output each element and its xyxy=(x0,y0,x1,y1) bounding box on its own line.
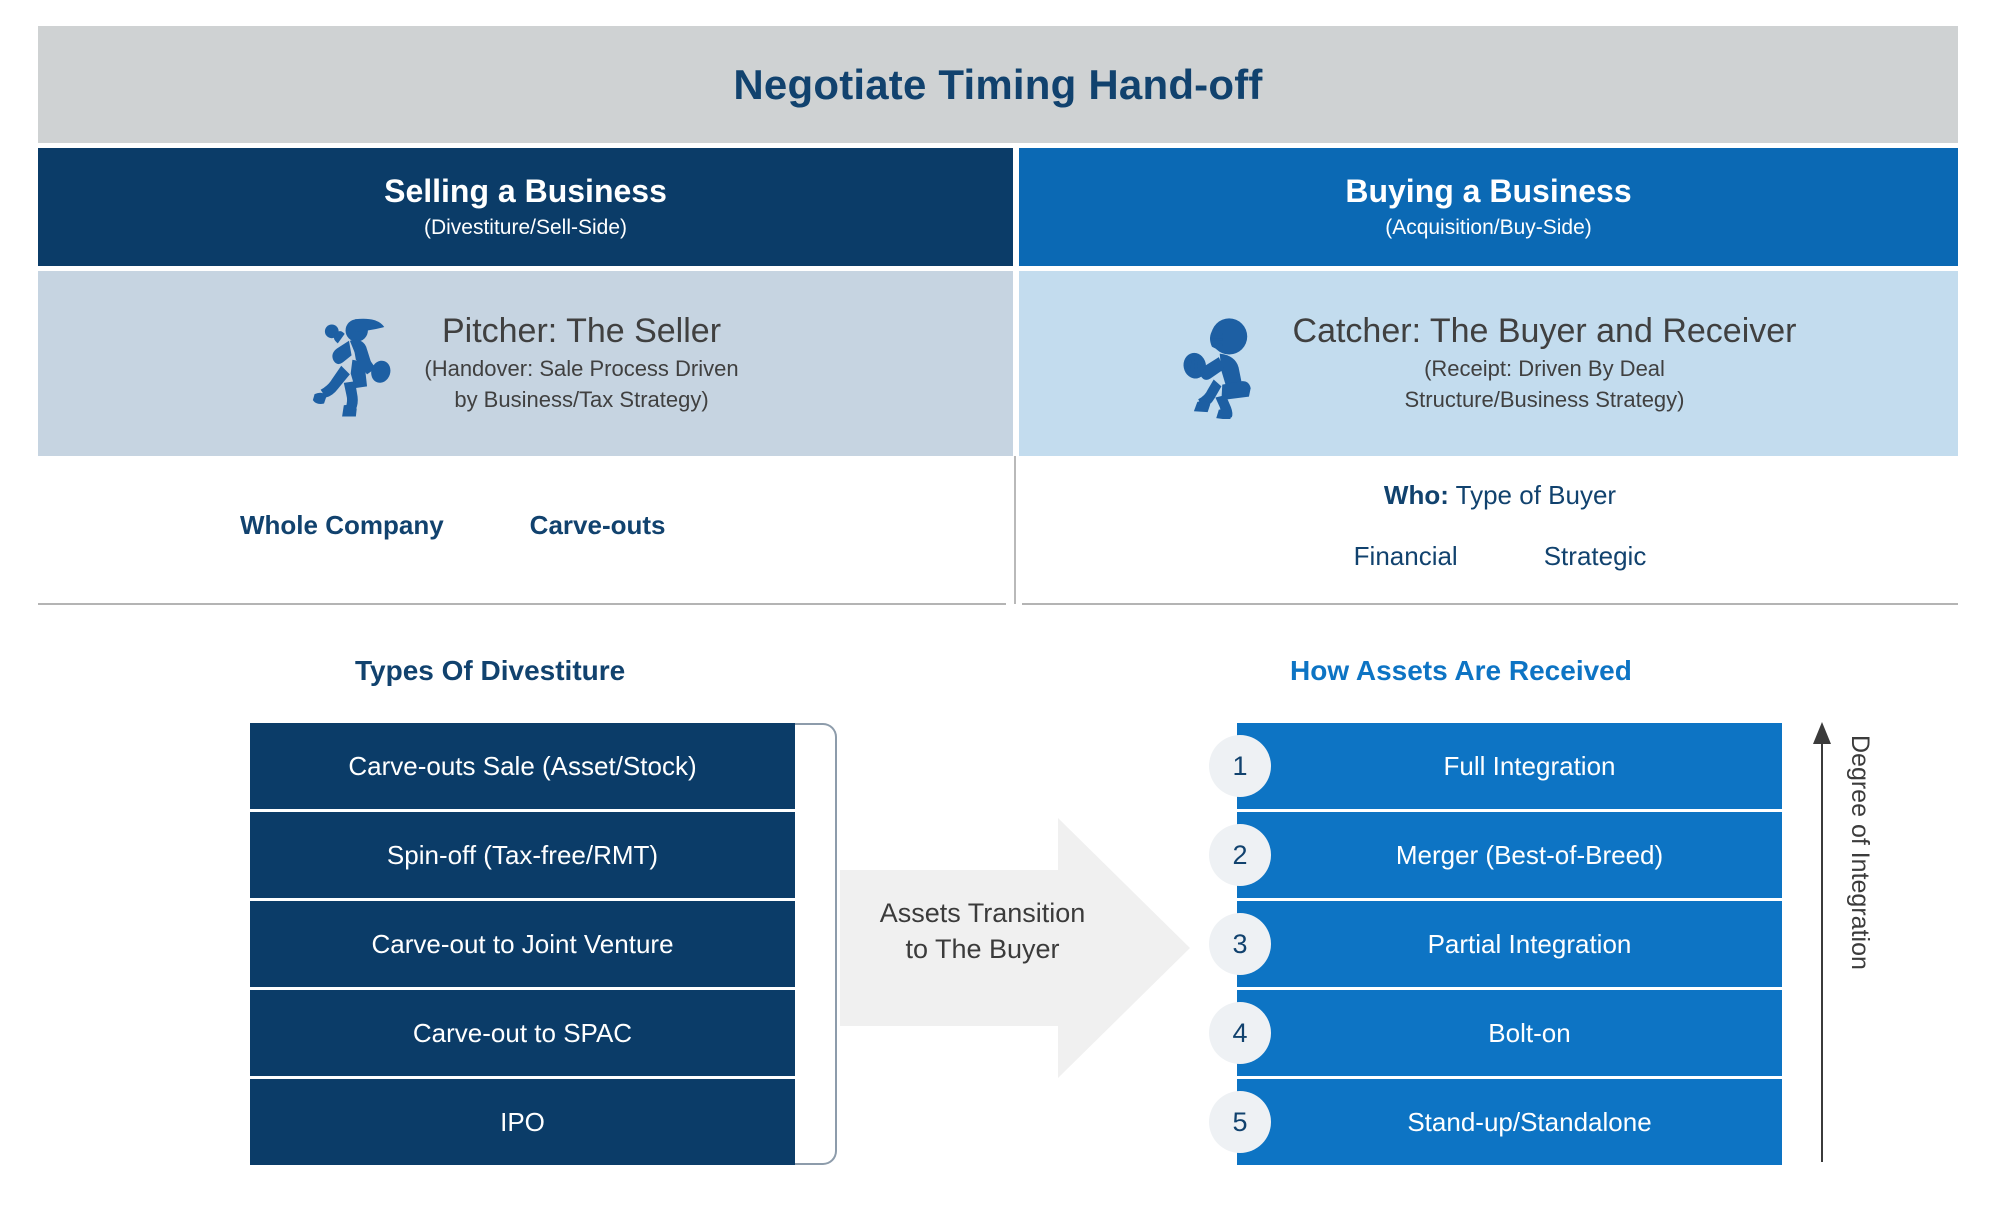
list-item[interactable]: 4 Bolt-on xyxy=(1209,990,1782,1076)
divestiture-list-bracket xyxy=(795,723,837,1165)
list-item-number: 5 xyxy=(1209,1091,1271,1153)
list-item[interactable]: 1 Full Integration xyxy=(1209,723,1782,809)
seller-role-title: Pitcher: The Seller xyxy=(441,312,722,351)
left-section-rule xyxy=(38,603,1006,605)
list-item[interactable]: 3 Partial Integration xyxy=(1209,901,1782,987)
list-item[interactable]: IPO xyxy=(250,1079,795,1165)
buying-subheading: (Acquisition/Buy-Side) xyxy=(1385,215,1592,239)
role-band-buyer: Catcher: The Buyer and Receiver (Receipt… xyxy=(1019,271,1958,456)
assets-received-list: 1 Full Integration 2 Merger (Best-of-Bre… xyxy=(1209,723,1782,1168)
role-band-seller: Pitcher: The Seller (Handover: Sale Proc… xyxy=(38,271,1013,456)
right-section-rule xyxy=(1022,603,1958,605)
buyer-type-strategic: Strategic xyxy=(1543,541,1647,571)
seller-role-sub-line1: (Handover: Sale Process Driven xyxy=(424,355,739,381)
buyer-type-options: Financial Strategic xyxy=(1280,541,1720,572)
seller-role-text: Pitcher: The Seller (Handover: Sale Proc… xyxy=(424,312,739,413)
arrow-label-line1: Assets Transition xyxy=(879,898,1086,928)
buyer-role-sub-line1: (Receipt: Driven By Deal xyxy=(1424,355,1665,381)
list-item-label: Merger (Best-of-Breed) xyxy=(1395,839,1664,870)
list-item-number: 4 xyxy=(1209,1002,1271,1064)
list-item-number: 3 xyxy=(1209,913,1271,975)
list-item-label: Bolt-on xyxy=(1488,1017,1571,1048)
list-item[interactable]: 2 Merger (Best-of-Breed) xyxy=(1209,812,1782,898)
list-item[interactable]: Carve-outs Sale (Asset/Stock) xyxy=(250,723,795,809)
column-divider xyxy=(1014,456,1016,604)
list-item-label: Full Integration xyxy=(1443,750,1616,781)
sell-scope-options: Whole Company Carve-outs xyxy=(240,510,760,541)
assets-transition-arrow xyxy=(840,818,1190,1078)
degree-of-integration-arrow-icon xyxy=(1810,722,1834,1162)
arrow-label: Assets Transition to The Buyer xyxy=(855,895,1110,968)
who-label: Who: xyxy=(1383,480,1449,510)
list-item-label: Stand-up/Standalone xyxy=(1407,1106,1652,1137)
buyer-role-title: Catcher: The Buyer and Receiver xyxy=(1292,312,1797,351)
who-value: Type of Buyer xyxy=(1448,480,1617,510)
types-of-divestiture-heading: Types Of Divestiture xyxy=(355,655,626,686)
list-item[interactable]: 5 Stand-up/Standalone xyxy=(1209,1079,1782,1165)
buyer-role-sub-line2: Structure/Business Strategy) xyxy=(1404,387,1685,413)
list-item-number: 2 xyxy=(1209,824,1271,886)
buying-heading: Buying a Business xyxy=(1345,173,1632,210)
arrow-label-line2: to The Buyer xyxy=(905,934,1060,965)
selling-heading: Selling a Business xyxy=(384,173,667,210)
list-item-number: 1 xyxy=(1209,735,1271,797)
column-header-buying: Buying a Business (Acquisition/Buy-Side) xyxy=(1019,148,1958,266)
selling-subheading: (Divestiture/Sell-Side) xyxy=(423,215,628,239)
buyer-role-text: Catcher: The Buyer and Receiver (Receipt… xyxy=(1292,312,1797,413)
seller-role-sub-line2: by Business/Tax Strategy) xyxy=(454,387,709,413)
list-item-label: Partial Integration xyxy=(1427,928,1632,959)
divestiture-type-list: Carve-outs Sale (Asset/Stock) Spin-off (… xyxy=(250,723,795,1168)
scope-option-whole-company: Whole Company xyxy=(240,510,444,540)
list-item[interactable]: Carve-out to Joint Venture xyxy=(250,901,795,987)
baseball-pitcher-icon xyxy=(312,309,398,419)
scope-option-carve-outs: Carve-outs xyxy=(529,510,666,540)
how-assets-received-heading: How Assets Are Received xyxy=(1290,655,1632,686)
page-title: Negotiate Timing Hand-off xyxy=(733,60,1263,108)
list-item[interactable]: Spin-off (Tax-free/RMT) xyxy=(250,812,795,898)
list-item[interactable]: Carve-out to SPAC xyxy=(250,990,795,1076)
column-header-selling: Selling a Business (Divestiture/Sell-Sid… xyxy=(38,148,1013,266)
buyer-type-financial: Financial xyxy=(1353,541,1458,571)
baseball-catcher-icon xyxy=(1181,309,1267,420)
buyer-type-block: Who: Type of Buyer Financial Strategic xyxy=(1280,480,1720,572)
page-title-bar: Negotiate Timing Hand-off xyxy=(38,26,1958,143)
degree-of-integration-label: Degree of Integration xyxy=(1846,735,1874,970)
who-line: Who: Type of Buyer xyxy=(1280,480,1720,511)
